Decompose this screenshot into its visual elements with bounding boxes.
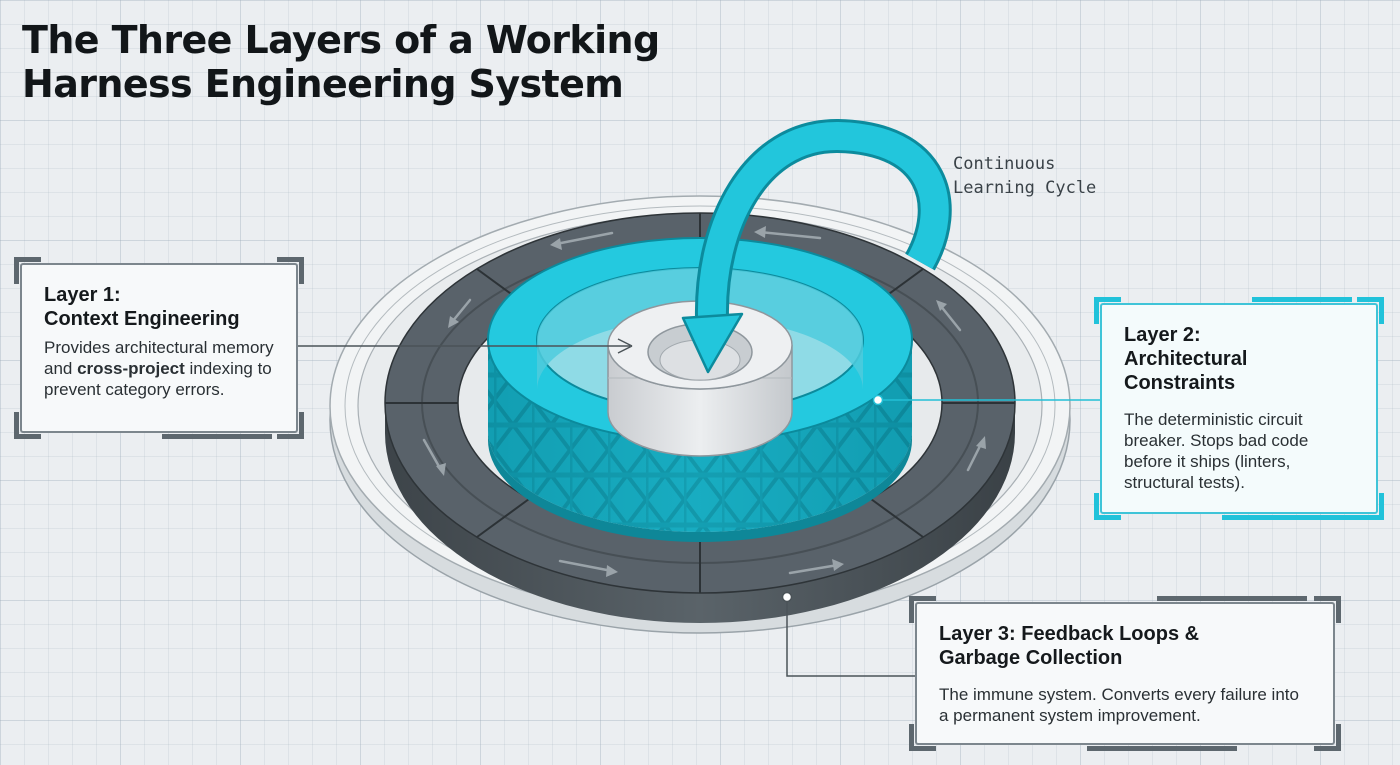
cycle-label-line-2: Learning Cycle (953, 178, 1097, 198)
layer-2-card: Layer 2: Architectural Constraints The d… (1094, 297, 1384, 520)
page-title: The Three Layers of a Working Harness En… (22, 18, 660, 106)
title-line-2: Harness Engineering System (22, 62, 624, 106)
layer-2-title-line-1: Layer 2: (1124, 324, 1201, 346)
connector-lines (298, 338, 1100, 677)
layer-1-card: Layer 1: Context Engineering Provides ar… (14, 257, 304, 439)
card-accent-bar (1222, 515, 1362, 520)
layer-1-text-b: indexing to prevent category errors. (44, 359, 272, 399)
corner-bracket (1357, 297, 1384, 324)
layer-3-title-line-2: Garbage Collection (939, 647, 1123, 669)
layer-2-title-line-3: Constraints (1124, 372, 1236, 394)
corner-bracket (277, 257, 304, 284)
card-accent-bar (1087, 746, 1237, 751)
connector-dot-icon (872, 394, 884, 406)
title-line-1: The Three Layers of a Working (22, 18, 660, 62)
corner-bracket (14, 257, 41, 284)
layer-3-title: Layer 3: Feedback Loops & Garbage Collec… (939, 622, 1313, 670)
layer-1-description: Provides architectural memory and cross-… (44, 337, 276, 400)
card-accent-bar (1252, 297, 1352, 302)
layer-3-title-line-1: Layer 3: Feedback Loops & (939, 623, 1200, 645)
curved-arrow-icon (681, 118, 952, 374)
card-accent-bar (162, 434, 272, 439)
layer-2-description: The deterministic circuit breaker. Stops… (1124, 410, 1309, 492)
layer-1-title-line-1: Layer 1: (44, 284, 121, 306)
card-accent-bar (1157, 596, 1307, 601)
arrow-head-icon (681, 312, 744, 374)
layer-1-text-bold: cross-project (77, 359, 185, 378)
continuous-learning-label: Continuous Learning Cycle (953, 152, 1096, 200)
layer-1-text-a: Provides architectural memory and (44, 338, 274, 378)
connector-dot-icon (781, 591, 793, 603)
layer-3-card: Layer 3: Feedback Loops & Garbage Collec… (909, 596, 1341, 751)
layer-1-title: Layer 1: Context Engineering (44, 283, 276, 331)
corner-bracket (909, 596, 936, 623)
corner-bracket (1094, 297, 1121, 324)
layer-1-title-line-2: Context Engineering (44, 308, 240, 330)
constraint-ring (487, 237, 913, 542)
corner-bracket (1357, 493, 1384, 520)
corner-bracket (277, 412, 304, 439)
layer-2-title: Layer 2: Architectural Constraints (1124, 323, 1356, 395)
cycle-label-line-1: Continuous (953, 154, 1056, 174)
corner-bracket (1314, 724, 1341, 751)
layer-2-title-line-2: Architectural (1124, 348, 1248, 370)
corner-bracket (909, 724, 936, 751)
corner-bracket (1094, 493, 1121, 520)
corner-bracket (1314, 596, 1341, 623)
corner-bracket (14, 412, 41, 439)
layer-3-description: The immune system. Converts every failur… (939, 685, 1299, 725)
